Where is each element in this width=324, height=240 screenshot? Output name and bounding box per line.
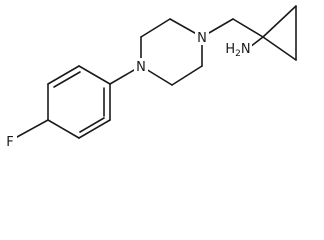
- bond-cq-ctop: [262, 5, 297, 38]
- fluorine-label: F: [6, 135, 13, 150]
- bond-ph-double-b: [79, 117, 105, 133]
- atom-labels: N N H2N F: [3, 29, 252, 150]
- n-lower-bg: [134, 58, 148, 74]
- fluorine-bg: [3, 133, 17, 149]
- bond-ph1-ph2: [78, 65, 111, 85]
- bond-ph-double-a: [53, 71, 81, 88]
- bond-ph5-ph6: [78, 119, 111, 139]
- bond-c1-c2: [140, 18, 171, 38]
- bond-ph-f: [16, 119, 49, 138]
- amine-bg: [224, 40, 252, 56]
- amine-label: H2N: [225, 42, 250, 59]
- n-upper-bg: [195, 29, 209, 45]
- bond-layer: [16, 5, 297, 139]
- bond-ch2-cq: [232, 18, 264, 38]
- bond-ph4-ph5: [47, 119, 80, 139]
- bond-ph2-ph3: [47, 65, 80, 85]
- nitrogen-lower-label: N: [136, 60, 146, 75]
- bond-cbot-cq: [262, 36, 297, 61]
- structural-formula: N N H2N F: [3, 5, 297, 150]
- bond-c3-c4: [171, 65, 203, 86]
- nitrogen-upper-label: N: [197, 31, 207, 46]
